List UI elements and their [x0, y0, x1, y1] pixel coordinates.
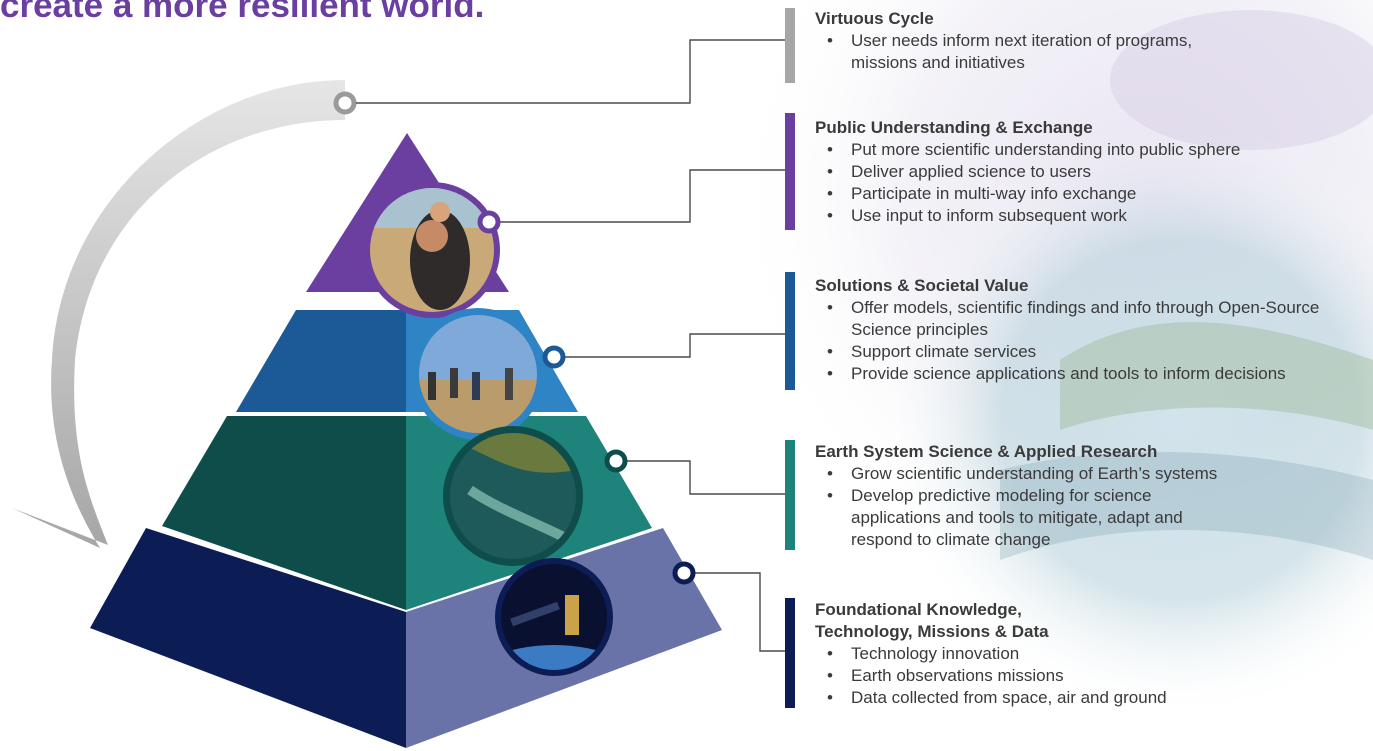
pyramid-tier-earth-left — [162, 416, 406, 610]
bullet-dot: • — [827, 206, 833, 225]
bullet-item: • Data collected from space, air and grou… — [827, 687, 1287, 709]
bullet-dot: • — [827, 184, 833, 203]
bar-earth — [785, 440, 795, 550]
block-solutions-societal-value: Solutions & Societal Value • Offer models… — [815, 275, 1370, 385]
bullet-item: • Provide science applications and tools … — [827, 363, 1370, 385]
block-earth-system-science: Earth System Science & Applied Research … — [815, 441, 1231, 551]
bullet-text: Support climate services — [851, 342, 1037, 361]
bullet-text: Use input to inform subsequent work — [851, 206, 1127, 225]
bullet-text: Grow scientific understanding of Earth’s… — [851, 464, 1218, 483]
bullet-text: Participate in multi-way info exchange — [851, 184, 1137, 203]
photo-field-team — [412, 308, 566, 440]
block-title: Solutions & Societal Value — [815, 276, 1029, 295]
arrow-connector-dot — [333, 91, 357, 115]
block-title: Foundational Knowledge, Technology, Miss… — [815, 600, 1049, 641]
bullet-text: Deliver applied science to users — [851, 162, 1092, 181]
bullet-item: • Develop predictive modeling for science… — [827, 485, 1231, 551]
bullet-item: • Use input to inform subsequent work — [827, 205, 1240, 227]
bullet-text: Provide science applications and tools t… — [851, 364, 1286, 383]
bar-virtuous — [785, 8, 795, 83]
bullet-dot: • — [827, 666, 833, 685]
bullet-dot: • — [827, 162, 833, 181]
connector-line-earth — [627, 460, 785, 495]
bullet-dot: • — [827, 140, 833, 159]
bullet-text-line1: User needs inform next iteration of prog… — [851, 31, 1193, 50]
bullet-item: • Put more scientific understanding into … — [827, 139, 1240, 161]
block-foundational-knowledge: Foundational Knowledge, Technology, Miss… — [815, 599, 1167, 709]
bullet-item: • Participate in multi-way info exchange — [827, 183, 1240, 205]
block-title: Earth System Science & Applied Research — [815, 442, 1158, 461]
photo-coastline — [443, 426, 628, 566]
bullet-text: Develop predictive modeling for science … — [851, 486, 1183, 549]
block-title: Virtuous Cycle — [815, 9, 934, 28]
bullet-item: • Offer models, scientific findings and i… — [827, 297, 1326, 341]
photo-father-child — [364, 182, 501, 318]
bullet-dot: • — [827, 342, 833, 361]
bullet-item: • Support climate services — [827, 341, 1370, 363]
bullet-dot: • — [827, 298, 833, 317]
bullet-text: Technology innovation — [851, 644, 1020, 663]
bullet-dot: • — [827, 31, 833, 50]
headline-text: create a more resilient world. — [0, 0, 485, 25]
bullet-dot: • — [827, 464, 833, 483]
block-title: Public Understanding & Exchange — [815, 118, 1093, 137]
bullet-text: Put more scientific understanding into p… — [851, 140, 1241, 159]
bullet-item: • User needs inform next iteration of pro… — [827, 30, 1192, 74]
bullet-dot: • — [827, 364, 833, 383]
bar-foundational — [785, 598, 795, 708]
connector-line-virtuous — [356, 39, 785, 104]
bullet-item: • Technology innovation — [827, 643, 1287, 665]
bullet-dot: • — [827, 486, 833, 505]
connector-line-public — [498, 169, 785, 223]
bullet-item: • Earth observations missions — [827, 665, 1287, 687]
pyramid-tier-solutions-left — [236, 310, 406, 412]
bullet-text: Earth observations missions — [851, 666, 1064, 685]
bullet-text-line2: missions and initiatives — [851, 53, 1025, 72]
bullet-text: Offer models, scientific findings and in… — [851, 298, 1320, 339]
connector-line-solutions — [563, 333, 785, 358]
bullet-item: • Deliver applied science to users — [827, 161, 1240, 183]
connector-line-foundational — [693, 572, 785, 652]
block-virtuous-cycle: Virtuous Cycle • User needs inform next i… — [815, 8, 1192, 74]
bar-solutions — [785, 272, 795, 390]
bullet-item: • Grow scientific understanding of Earth’… — [827, 463, 1231, 485]
cycle-arrow — [12, 80, 345, 548]
bullet-dot: • — [827, 688, 833, 707]
pyramid-tier-foundational-left — [90, 528, 406, 748]
bullet-text: Data collected from space, air and groun… — [851, 688, 1167, 707]
bar-public — [785, 113, 795, 230]
bullet-dot: • — [827, 644, 833, 663]
block-public-understanding: Public Understanding & Exchange • Put mor… — [815, 117, 1240, 227]
